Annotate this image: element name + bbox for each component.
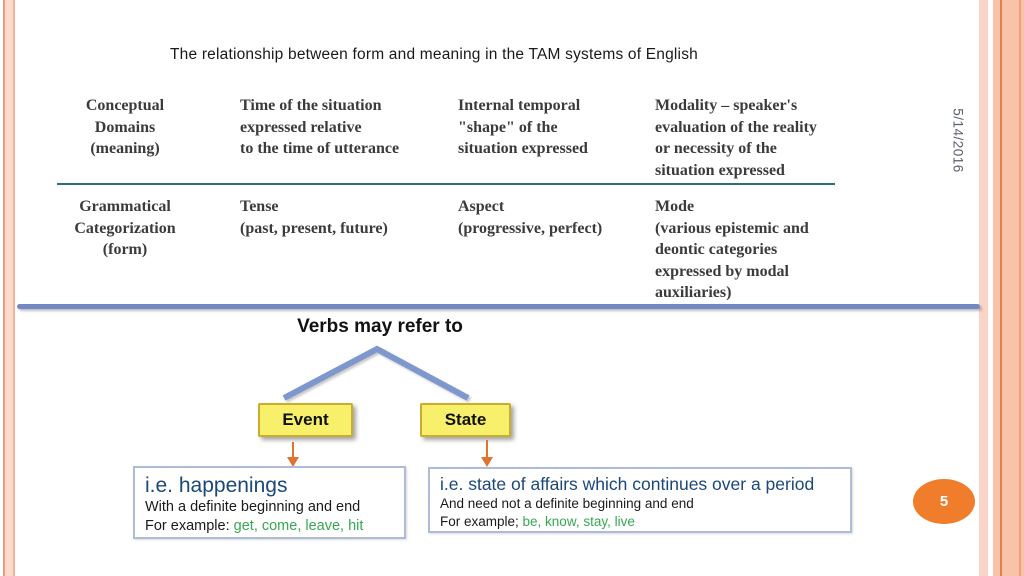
event-example-words: get, come, leave, hit (233, 517, 364, 534)
right-border-stripe-outer (979, 0, 988, 576)
table-cell-grammatical-categorization: Grammatical Categorization (form) (74, 198, 176, 258)
state-examples-line: For example; be, know, stay, live (440, 513, 840, 531)
slide-title: The relationship between form and meanin… (170, 46, 698, 63)
table-cell-modality: Modality – speaker's evaluation of the r… (655, 97, 817, 179)
table-cell-aspect: Aspect (progressive, perfect) (458, 198, 603, 237)
left-border-stripe (5, 0, 13, 576)
state-description: And need not a definite beginning and en… (440, 496, 694, 511)
table-cell-internal-temporal-shape: Internal temporal "shape" of the situati… (458, 97, 588, 157)
event-description: With a definite beginning and end (145, 499, 361, 515)
event-example-prefix: For example: (145, 517, 234, 534)
right-border-inner-line (1019, 0, 1021, 576)
state-detail-box: i.e. state of affairs which continues ov… (428, 467, 852, 533)
event-detail-box: i.e. happenings With a definite beginnin… (133, 466, 406, 539)
state-definition: i.e. state of affairs which continues ov… (440, 474, 815, 494)
event-examples-line: For example: get, come, leave, hit (145, 517, 394, 536)
page-number-badge: 5 (913, 479, 975, 524)
page-number: 5 (939, 493, 949, 510)
table-cell-time-of-situation: Time of the situation expressed relative… (240, 97, 400, 157)
table-cell-mode: Mode (various epistemic and deontic cate… (655, 198, 809, 301)
down-arrow-icon (481, 440, 493, 467)
left-border-line (3, 0, 5, 576)
right-border-dark-line (1000, 0, 1002, 576)
right-border-stripe-band (993, 0, 1024, 576)
table-cell-conceptual-domains: Conceptual Domains (meaning) (85, 97, 165, 157)
slide-date: 5/14/2016 (950, 108, 966, 173)
state-node-label: State (444, 410, 487, 429)
state-example-words: be, know, stay, live (522, 513, 635, 529)
section-divider-line (17, 304, 980, 309)
left-border-inner-line (13, 0, 15, 576)
state-example-prefix: For example; (440, 513, 523, 529)
branch-connector-lines (282, 345, 470, 401)
table-cell-tense: Tense (past, present, future) (240, 198, 388, 237)
state-node: State (420, 403, 511, 437)
event-node-label: Event (282, 410, 329, 429)
event-definition: i.e. happenings (145, 474, 288, 497)
table-header-rule (57, 183, 835, 185)
verbs-heading: Verbs may refer to (297, 316, 463, 337)
event-node: Event (258, 403, 353, 437)
down-arrow-icon (287, 442, 299, 467)
